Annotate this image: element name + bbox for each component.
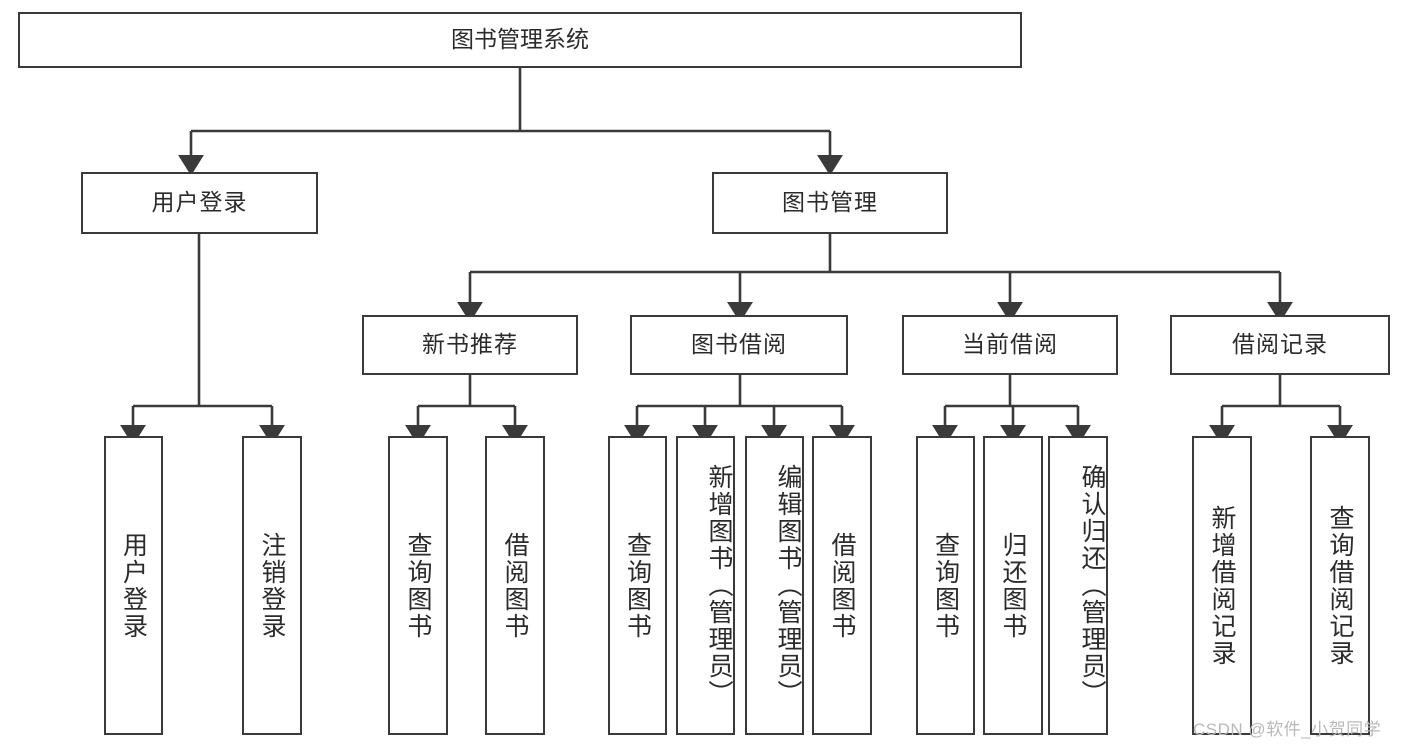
node-current-borrow[interactable]: 当前借阅 (902, 315, 1118, 375)
leaf-recommend-borrow-book[interactable]: 借阅图书 (485, 436, 545, 735)
leaf-user-login-signout[interactable]: 注销登录 (242, 436, 302, 735)
leaf-recommend-query-book[interactable]: 查询图书 (388, 436, 448, 735)
leaf-borrow-borrow-book[interactable]: 借阅图书 (812, 436, 872, 735)
leaf-current-query-book[interactable]: 查询图书 (916, 436, 975, 735)
node-book-borrow[interactable]: 图书借阅 (630, 315, 848, 375)
node-new-book-recommend[interactable]: 新书推荐 (362, 315, 578, 375)
leaf-user-login-signin[interactable]: 用户登录 (104, 436, 163, 735)
leaf-record-query-record[interactable]: 查询借阅记录 (1310, 436, 1370, 735)
leaf-record-add-record[interactable]: 新增借阅记录 (1192, 436, 1252, 735)
node-root-system[interactable]: 图书管理系统 (18, 12, 1022, 68)
leaf-current-return-book[interactable]: 归还图书 (983, 436, 1043, 735)
leaf-current-confirm-return-admin[interactable]: 确认归还（管理员） (1048, 436, 1108, 735)
node-user-login[interactable]: 用户登录 (81, 172, 318, 234)
leaf-borrow-edit-book-admin[interactable]: 编辑图书（管理员） (745, 436, 804, 735)
leaf-borrow-add-book-admin[interactable]: 新增图书（管理员） (676, 436, 735, 735)
leaf-borrow-query-book[interactable]: 查询图书 (608, 436, 667, 735)
node-book-management[interactable]: 图书管理 (712, 172, 948, 234)
node-borrow-record[interactable]: 借阅记录 (1170, 315, 1390, 375)
watermark-csdn: CSDN @软件_小贺同学 (1193, 720, 1382, 739)
